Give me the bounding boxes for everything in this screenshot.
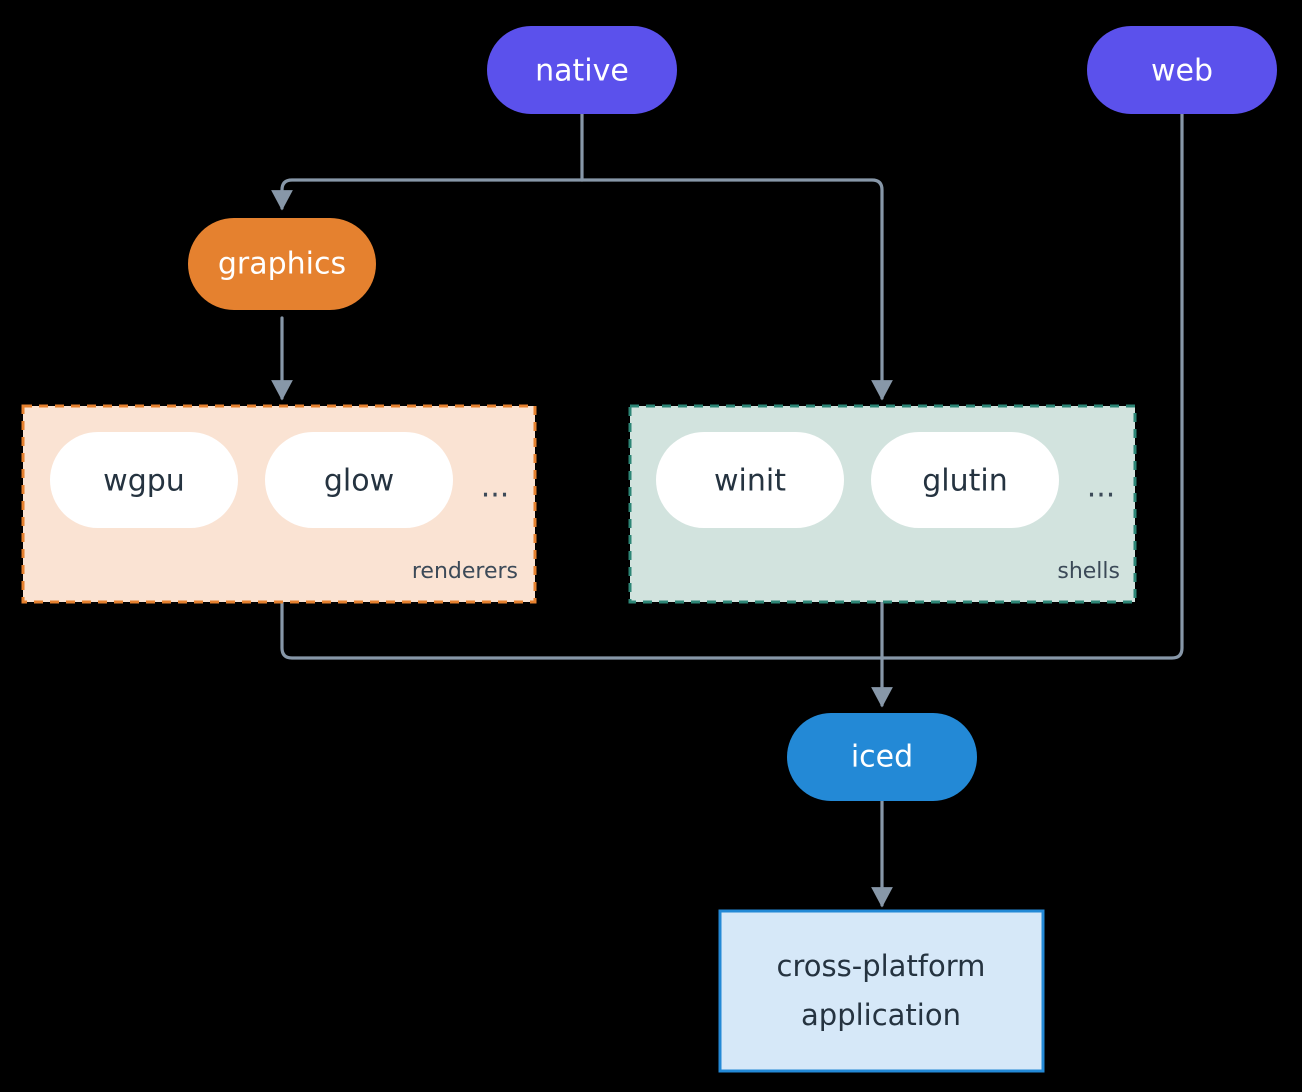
edge-layer: [271, 111, 1184, 908]
edge-renderers-to-iced: [280, 600, 884, 660]
edge-native-to-graphics: [271, 178, 584, 211]
iced-label: iced: [851, 740, 913, 775]
application-label-line-1: cross-platform: [777, 949, 986, 983]
edge-web-to-iced: [880, 111, 1184, 660]
web-label: web: [1151, 54, 1213, 89]
renderers-overflow-ellipsis: ...: [481, 470, 510, 505]
application-box[interactable]: [718, 909, 1045, 1073]
application-label-line-2: application: [801, 998, 961, 1032]
wgpu-label: wgpu: [103, 464, 185, 499]
edge-native-to-shells: [580, 178, 893, 401]
node-native[interactable]: native: [487, 26, 677, 114]
wgpu-pill[interactable]: [50, 432, 238, 528]
native-pill[interactable]: [487, 26, 677, 114]
group-renderers: wgpu glow ... renderers: [21, 404, 537, 604]
group-shells: winit glutin ... shells: [628, 404, 1137, 604]
renderers-member-glow[interactable]: glow: [265, 432, 453, 528]
shells-group-caption: shells: [1057, 559, 1120, 584]
glow-pill[interactable]: [265, 432, 453, 528]
renderers-group-caption: renderers: [412, 559, 518, 584]
winit-label: winit: [714, 464, 786, 499]
node-web[interactable]: web: [1087, 26, 1277, 114]
renderers-member-wgpu[interactable]: wgpu: [50, 432, 238, 528]
web-pill[interactable]: [1087, 26, 1277, 114]
node-application[interactable]: cross-platform application: [718, 909, 1045, 1073]
native-label: native: [535, 54, 629, 89]
shells-overflow-ellipsis: ...: [1087, 470, 1116, 505]
iced-pill[interactable]: [787, 713, 977, 801]
shells-member-glutin[interactable]: glutin: [871, 432, 1059, 528]
shells-member-winit[interactable]: winit: [656, 432, 844, 528]
glutin-label: glutin: [922, 464, 1008, 499]
graphics-pill[interactable]: [188, 218, 376, 310]
node-iced[interactable]: iced: [787, 713, 977, 801]
glow-label: glow: [324, 464, 394, 499]
node-graphics[interactable]: graphics: [188, 218, 376, 310]
graphics-label: graphics: [218, 247, 346, 282]
winit-pill[interactable]: [656, 432, 844, 528]
glutin-pill[interactable]: [871, 432, 1059, 528]
